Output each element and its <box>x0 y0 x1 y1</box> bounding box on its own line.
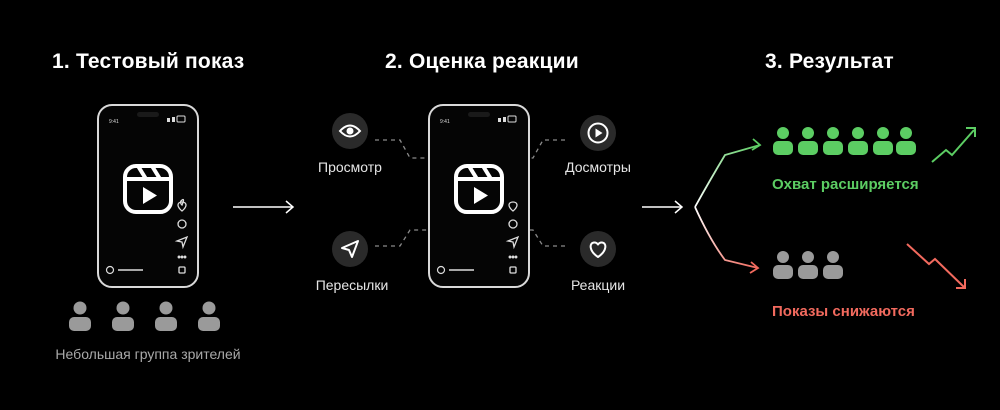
play-icon <box>580 115 616 151</box>
metric-label-reactions: Реакции <box>570 277 626 293</box>
metric-label-shares: Пересылки <box>315 277 389 293</box>
viewer-icon <box>155 301 177 331</box>
reels-icon <box>454 164 504 214</box>
send-icon <box>332 231 368 267</box>
trend-down-icon <box>906 243 966 289</box>
viewers-group <box>69 301 220 331</box>
eye-icon <box>332 113 368 149</box>
viewer-icon <box>873 127 893 155</box>
viewer-icon <box>798 251 818 279</box>
viewer-icon <box>798 127 818 155</box>
positive-outcome-label: Охват расширяется <box>772 176 919 193</box>
metric-label-watch-through: Досмотры <box>565 159 631 175</box>
arrow-right-icon <box>642 200 684 214</box>
step-2-title: 2. Оценка реакции <box>385 50 579 73</box>
side-actions-icons <box>174 198 189 274</box>
step-1-title: 1. Тестовый показ <box>52 50 245 73</box>
metric-label-views: Просмотр <box>318 159 382 175</box>
negative-outcome-label: Показы снижаются <box>772 303 915 320</box>
heart-icon <box>580 231 616 267</box>
viewer-icon <box>69 301 91 331</box>
viewer-icon <box>773 127 793 155</box>
viewers-caption: Небольшая группа зрителей <box>55 346 241 362</box>
trend-up-icon <box>931 127 976 163</box>
branch-arrows <box>642 138 762 274</box>
phone-mockup-2: 9:41 <box>428 104 530 288</box>
svg-text:9:41: 9:41 <box>109 119 119 125</box>
viewer-icon <box>823 127 843 155</box>
reels-icon <box>123 164 173 214</box>
step-3-title: 3. Результат <box>765 50 894 73</box>
viewer-icon <box>773 251 793 279</box>
side-actions-icons <box>505 201 520 274</box>
viewer-icon <box>112 301 134 331</box>
viewer-icon <box>198 301 220 331</box>
shrinking-audience <box>773 251 843 279</box>
viewer-icon <box>848 127 868 155</box>
arrow-right-icon <box>233 200 295 214</box>
viewer-icon <box>896 127 916 155</box>
phone-mockup-1: 9:41 <box>97 104 199 288</box>
svg-text:9:41: 9:41 <box>440 119 450 125</box>
growing-audience <box>773 127 916 155</box>
viewer-icon <box>823 251 843 279</box>
